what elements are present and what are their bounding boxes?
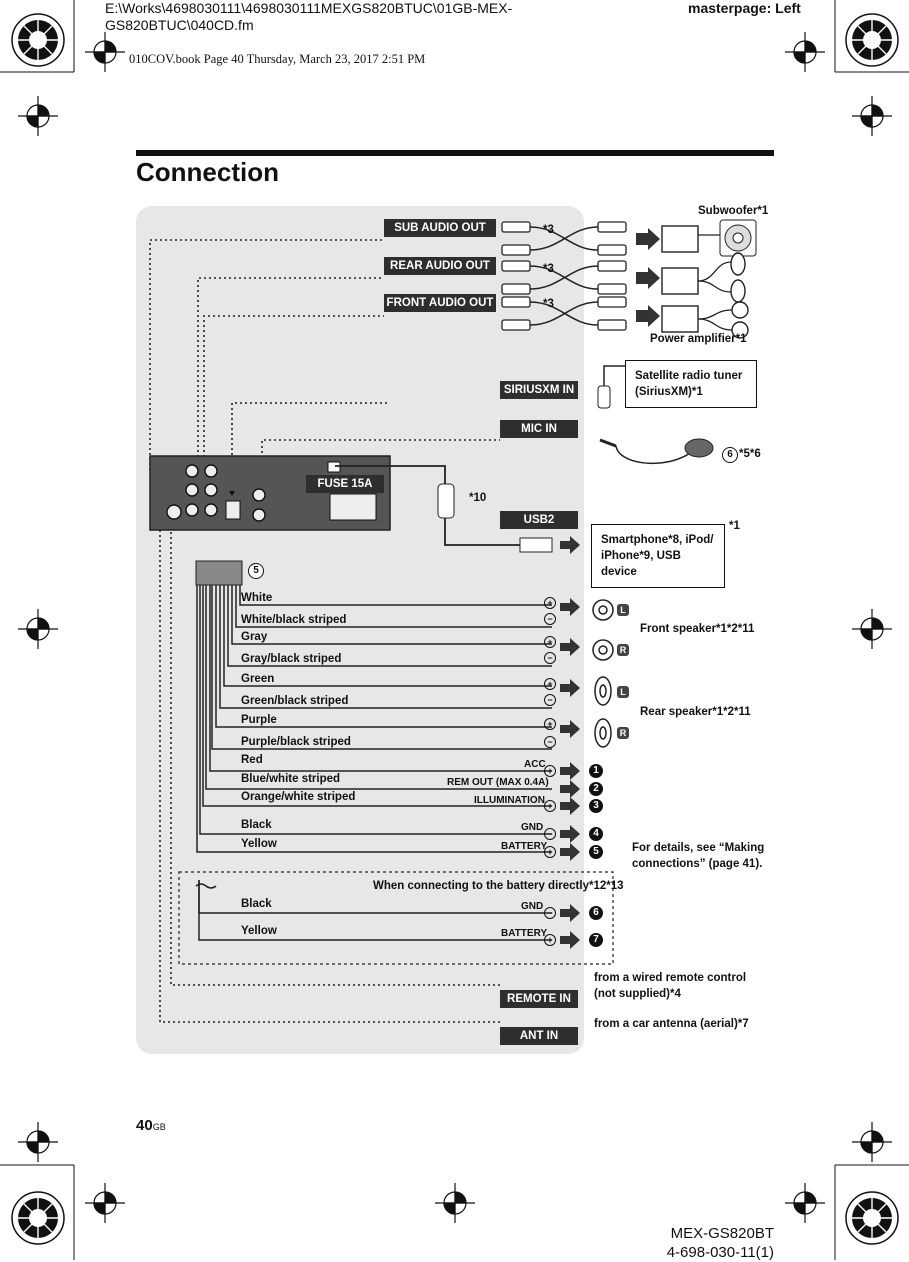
polarity-sign: + [544,678,556,690]
page-number: 40GB [136,1117,166,1134]
terminal-label: GND [521,822,544,833]
usb2-label: USB2 [500,511,578,529]
front-right-badge: R [617,644,629,656]
battery-direct-title: When connecting to the battery directly*… [373,880,624,892]
rear-left-badge: L [617,686,629,698]
subwoofer-label: Subwoofer*1 [698,205,769,217]
smartphone-note-mark: *1 [729,520,740,532]
polarity-sign: − [544,613,556,625]
title-rule [136,150,774,156]
rear-speaker-label: Rear speaker*1*2*11 [640,706,751,718]
remote-in-label: REMOTE IN [500,990,578,1008]
wire-label: Purple/black striped [241,736,351,748]
file-path-line2: GS820BTUC\040CD.fm [105,17,254,33]
terminal-label: REM OUT (MAX 0.4A) [447,777,549,788]
mic-badge: 6 [722,447,738,463]
rear-right-badge: R [617,727,629,739]
polarity-sign: − [544,736,556,748]
file-path-line1: E:\Works\4698030111\4698030111MEXGS820BT… [105,0,513,16]
mic-note-mark: *5*6 [739,448,761,460]
model-info: MEX-GS820BT 4-698-030-11(1) [640,1224,774,1262]
polarity-sign: + [544,934,556,946]
terminal-number-badge: 4 [589,827,603,841]
front-speaker-label: Front speaker*1*2*11 [640,623,755,635]
masterpage-label: masterpage: Left [688,0,801,16]
wire-label: Gray/black striped [241,653,342,665]
front-note-mark: *3 [543,298,554,310]
satellite-tuner-box: Satellite radio tuner (SiriusXM)*1 [625,360,757,408]
terminal-number-badge: 6 [589,906,603,920]
wire-label: Yellow [241,925,277,937]
wire-label: Green/black striped [241,695,349,707]
terminal-number-badge: 7 [589,933,603,947]
polarity-sign: + [544,800,556,812]
wire-label: Red [241,754,263,766]
polarity-sign: − [544,907,556,919]
terminal-number-badge: 2 [589,782,603,796]
terminal-label: ACC [524,759,546,770]
polarity-sign: − [544,694,556,706]
terminal-number-badge: 5 [589,845,603,859]
wire-label: Yellow [241,838,277,850]
polarity-sign: − [544,652,556,664]
harness-badge: 5 [248,563,264,579]
front-audio-out-label: FRONT AUDIO OUT [384,294,496,312]
terminal-label: BATTERY [501,841,548,852]
wire-label: Black [241,898,272,910]
mic-in-label: MIC IN [500,420,578,438]
terminal-number-badge: 1 [589,764,603,778]
polarity-sign: + [544,597,556,609]
terminal-number-badge: 3 [589,799,603,813]
model-code: 4-698-030-11(1) [666,1244,774,1261]
wire-label: Orange/white striped [241,791,356,803]
smartphone-box: Smartphone*8, iPod/ iPhone*9, USB device [591,524,725,588]
terminal-label: ILLUMINATION [474,795,545,806]
ant-in-label: ANT IN [500,1027,578,1045]
polarity-sign: + [544,636,556,648]
remote-note: from a wired remote control (not supplie… [594,972,747,1000]
wire-label: White/black striped [241,614,347,626]
antenna-note: from a car antenna (aerial)*7 [594,1018,749,1030]
terminal-label: BATTERY [501,928,548,939]
usb-cable-note-mark: *10 [469,492,487,504]
wire-label: Black [241,819,272,831]
wire-label: Gray [241,631,268,643]
page-title: Connection [136,157,279,187]
siriusxm-in-label: SIRIUSXM IN [500,381,578,399]
front-left-badge: L [617,604,629,616]
book-info-line: 010COV.book Page 40 Thursday, March 23, … [129,52,426,66]
wire-label: Blue/white striped [241,773,341,785]
sub-audio-out-label: SUB AUDIO OUT [384,219,496,237]
polarity-sign: − [544,828,556,840]
page-number-value: 40 [136,1117,153,1134]
model-name: MEX-GS820BT [670,1225,774,1242]
terminal-label: GND [521,901,544,912]
wire-label: Purple [241,714,277,726]
power-amplifier-label: Power amplifier*1 [650,333,747,345]
wire-label: Green [241,673,275,685]
polarity-sign: + [544,765,556,777]
polarity-sign: + [544,846,556,858]
rear-audio-out-label: REAR AUDIO OUT [384,257,496,275]
fuse-label: FUSE 15A [306,475,384,493]
rear-note-mark: *3 [543,263,554,275]
wire-label: White [241,592,273,604]
details-note: For details, see “Making connections” (p… [632,842,765,870]
sub-note-mark: *3 [543,224,554,236]
polarity-sign: + [544,718,556,730]
page-number-suffix: GB [152,1122,166,1132]
